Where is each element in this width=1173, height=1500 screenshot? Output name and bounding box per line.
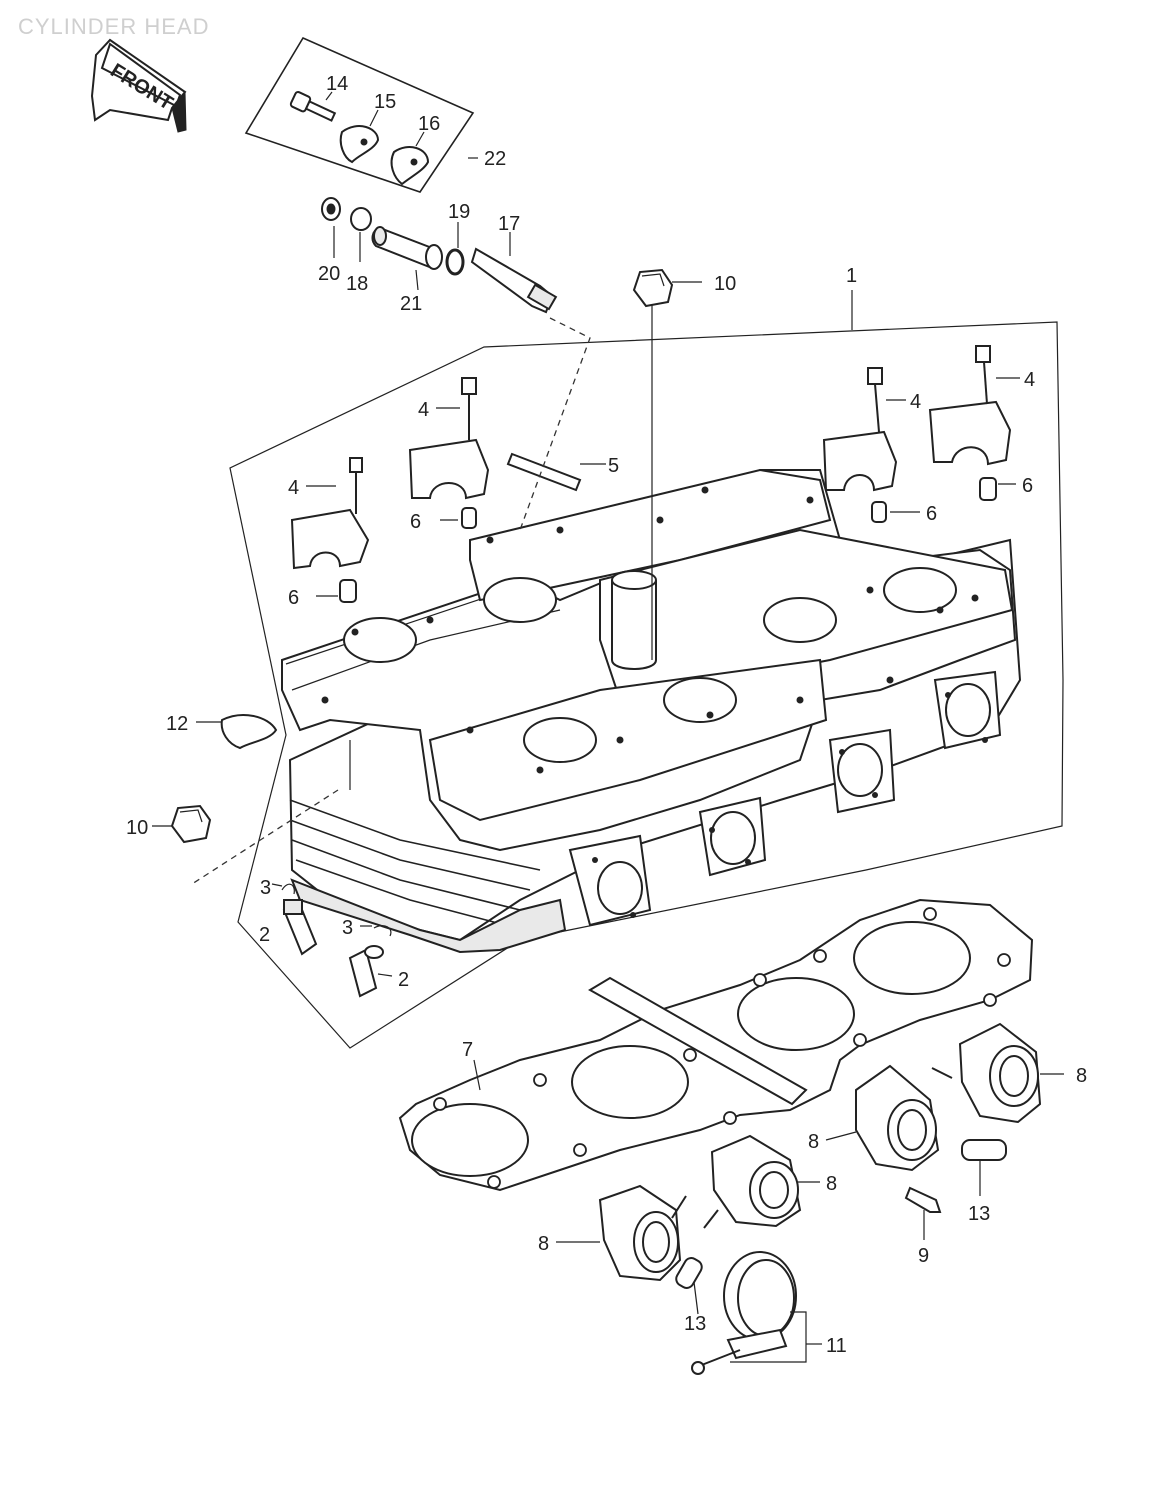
- oil-fitting-assembly: [321, 197, 558, 314]
- callout-12: 12: [166, 713, 188, 735]
- callout-4a: 4: [418, 399, 429, 421]
- front-arrow-icon: FRONT: [90, 38, 187, 133]
- callout-10a: 10: [714, 273, 736, 295]
- callout-4d: 4: [1024, 369, 1035, 391]
- kit-box-22: [244, 36, 475, 193]
- callout-6a: 6: [410, 511, 421, 533]
- callout-21: 21: [400, 293, 422, 315]
- callout-4b: 4: [288, 477, 299, 499]
- callout-11: 11: [826, 1335, 847, 1357]
- callout-20: 20: [318, 263, 340, 285]
- valve-guides: [281, 883, 392, 998]
- callout-3a: 3: [260, 877, 271, 899]
- callout-8a: 8: [1076, 1065, 1087, 1087]
- callout-8c: 8: [826, 1173, 837, 1195]
- callout-8d: 8: [538, 1233, 549, 1255]
- callout-16: 16: [418, 113, 440, 135]
- blind-plug-13b: [675, 1257, 703, 1289]
- clamp-11: [691, 1251, 797, 1375]
- diagram-title: CYLINDER HEAD: [18, 14, 210, 39]
- callout-2b: 2: [398, 969, 409, 991]
- callout-8b: 8: [808, 1131, 819, 1153]
- callout-6c: 6: [926, 503, 937, 525]
- camshaft-caps: [290, 345, 1012, 603]
- callout-2a: 2: [259, 924, 270, 946]
- callout-5: 5: [608, 455, 619, 477]
- callout-15: 15: [374, 91, 396, 113]
- callout-18: 18: [346, 273, 368, 295]
- blind-plug-13a: [961, 1139, 1007, 1161]
- callout-14: 14: [326, 73, 348, 95]
- callout-22: 22: [484, 148, 506, 170]
- callout-13b: 13: [684, 1313, 706, 1335]
- callout-13a: 13: [968, 1203, 990, 1225]
- callout-4c: 4: [910, 391, 921, 413]
- callout-3b: 3: [342, 917, 353, 939]
- callout-17: 17: [498, 213, 520, 235]
- carburetor-holders: [598, 1022, 1042, 1282]
- cylinder-head: [281, 468, 1022, 954]
- callout-6d: 6: [1022, 475, 1033, 497]
- callouts: 1 2 2 3 3 4 4 4 4 5 6 6 6 6 7 8 8 8 8 9 …: [126, 73, 1087, 1357]
- callout-9: 9: [918, 1245, 929, 1267]
- callout-19: 19: [448, 201, 470, 223]
- callout-6b: 6: [288, 587, 299, 609]
- part-12: [220, 714, 278, 750]
- cap-nuts: [170, 268, 674, 844]
- callout-10b: 10: [126, 817, 148, 839]
- leader-lines: [152, 91, 1064, 1363]
- callout-7: 7: [462, 1039, 473, 1061]
- head-gasket: [398, 898, 1034, 1192]
- callout-1: 1: [846, 265, 857, 287]
